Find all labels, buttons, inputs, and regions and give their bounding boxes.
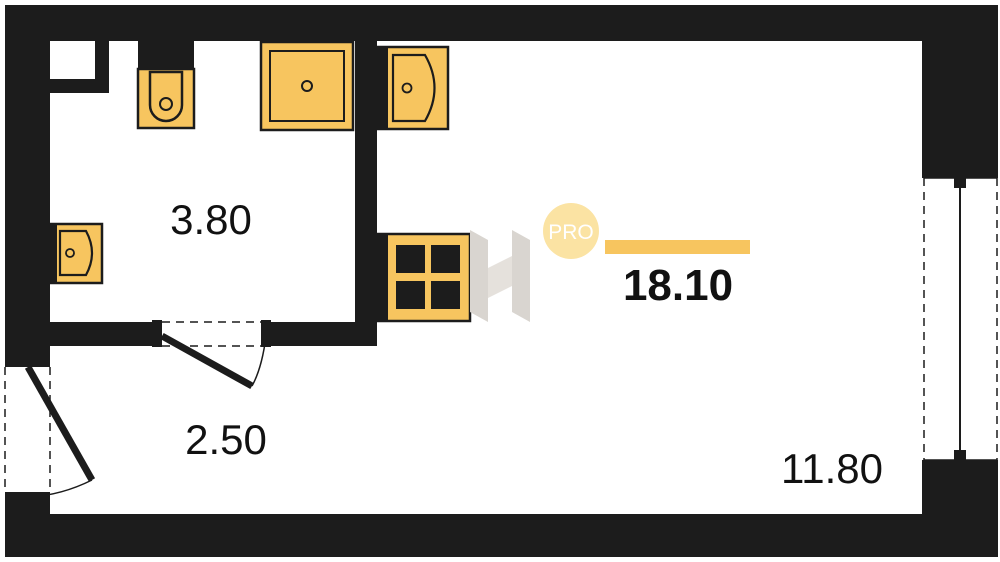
bathroom-wall-bottom-right — [268, 322, 377, 346]
hallway-area-label: 2.50 — [185, 416, 267, 463]
outer-wall-right-lower — [922, 460, 998, 557]
stove-icon — [376, 232, 472, 323]
bathroom-wall-bottom-left — [50, 322, 158, 346]
bathroom-door-icon — [152, 320, 271, 390]
living-area-label: 11.80 — [781, 445, 883, 492]
entrance-door-icon — [4, 358, 96, 501]
pro-badge-label: PRO — [548, 221, 594, 244]
outer-wall-left-lower — [5, 500, 50, 557]
toilet-icon — [136, 41, 196, 130]
outer-wall-left-upper — [5, 5, 50, 358]
bathroom-wall-right — [355, 41, 377, 346]
logo-icon — [470, 230, 530, 322]
total-area: 18.10 — [623, 261, 733, 310]
total-area-underline — [605, 240, 750, 254]
window-icon — [922, 177, 998, 461]
outer-wall-right-upper — [922, 5, 998, 178]
walls — [5, 5, 998, 557]
shower-tray-icon — [259, 40, 355, 132]
pro-badge: PRO — [543, 203, 599, 259]
bathroom-area-label: 3.80 — [170, 196, 252, 243]
outer-wall-bottom — [5, 514, 998, 557]
kitchen-sink-icon — [376, 45, 450, 131]
sink-icon — [48, 222, 104, 285]
shaft-wall-horizontal — [50, 79, 109, 93]
outer-wall-top — [5, 5, 998, 41]
